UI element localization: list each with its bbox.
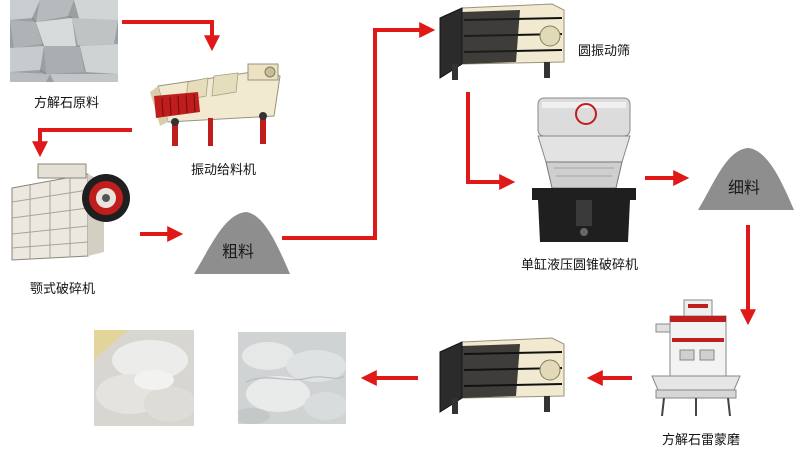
- jaw-crusher-image: [8, 160, 134, 262]
- fine-label: 细料: [727, 178, 760, 197]
- vibrating-feeder-image: [148, 56, 298, 154]
- cone-crusher-label: 单缸液压圆锥破碎机: [521, 258, 639, 273]
- vibrating-screen-image: [432, 2, 582, 84]
- raymond-mill-label: 方解石雷蒙磨: [662, 433, 741, 448]
- raw-material-image: [10, 0, 118, 82]
- arrow-screen-to-cone: [466, 92, 516, 190]
- vibrating-screen-bottom-image: [432, 336, 582, 418]
- raymond-mill-image: [646, 298, 746, 422]
- arrow-coarse-to-screen: [282, 22, 436, 240]
- jaw-crusher-label: 颚式破碎机: [30, 282, 96, 297]
- fine-mound: 细料: [696, 146, 796, 212]
- cone-crusher-image: [524, 92, 644, 244]
- arrow-raw-to-feeder: [122, 20, 220, 52]
- arrow-feeder-to-jaw: [32, 128, 132, 158]
- powder-image-2: [234, 332, 348, 424]
- vibrating-screen-label: 圆振动筛: [578, 44, 631, 59]
- raw-material-label: 方解石原料: [34, 96, 100, 111]
- coarse-mound: 粗料: [192, 208, 292, 276]
- coarse-label: 粗料: [221, 242, 254, 261]
- powder-image-1: [94, 330, 196, 426]
- vibrating-feeder-label: 振动给料机: [191, 163, 257, 178]
